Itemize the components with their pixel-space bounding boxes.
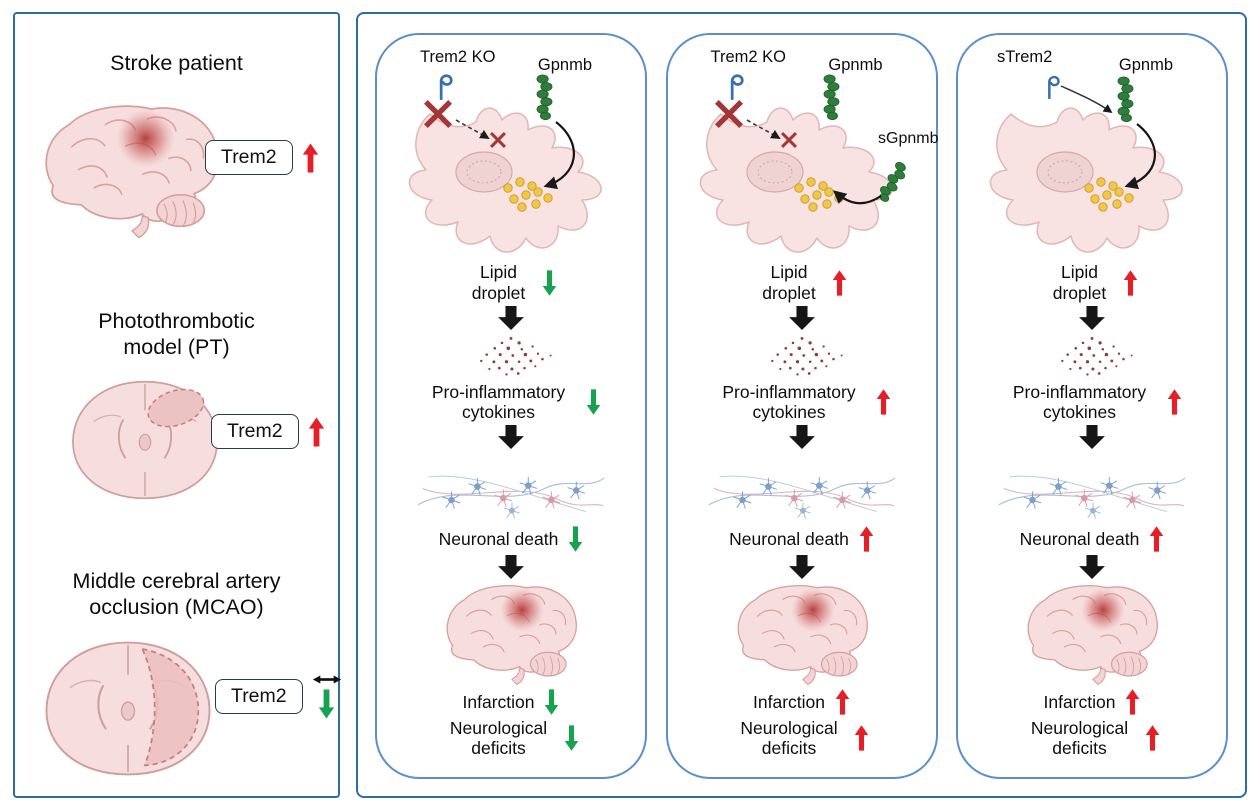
uptake-arrow	[1124, 123, 1156, 190]
gpnmb-label: Gpnmb	[537, 56, 592, 74]
mcao-trend-arrows	[312, 674, 342, 719]
microglia-illustration: Trem2 KO Gpnmb	[386, 48, 636, 260]
flow-arrow-icon	[789, 306, 815, 330]
step-neuronal-death: Neuronal death	[729, 526, 874, 552]
neurons-illustration	[413, 452, 609, 524]
microglia-cell	[699, 74, 910, 253]
gpnmb-icon	[823, 74, 839, 120]
down-arrow-icon	[568, 526, 583, 552]
step-infarction: Infarction	[463, 689, 560, 715]
microglia-cell	[408, 74, 602, 253]
strem2-to-gpnmb-arrow	[1060, 85, 1113, 114]
step-neuronal-death: Neuronal death	[1020, 526, 1165, 552]
sgpnmb-uptake-arrow	[832, 190, 882, 205]
flow-arrow-icon	[498, 306, 524, 330]
pt-coronal-section-illustration	[59, 376, 231, 504]
uptake-arrow	[543, 121, 575, 190]
step-lipid-droplet: Lipid droplet	[1047, 262, 1138, 303]
down-arrow-icon	[318, 689, 335, 719]
pathways-panel: Trem2 KO Gpnmb Lipid droplet P	[356, 12, 1247, 798]
flow-arrow-icon	[789, 555, 815, 579]
step-lipid-droplet: Lipid droplet	[756, 262, 847, 303]
mcao-infarct-region	[140, 647, 200, 767]
step-infarction: Infarction	[1044, 689, 1141, 715]
up-arrow-icon	[1167, 389, 1182, 415]
brain-infarct-illustration	[437, 581, 585, 687]
cytokine-dots-illustration	[748, 332, 856, 379]
trem2-label-box: Trem2	[215, 679, 303, 714]
gpnmb-icon	[536, 74, 553, 120]
down-arrow-icon	[586, 389, 601, 415]
gpnmb-icon	[1117, 76, 1134, 122]
models-panel: Stroke patient Trem2 Photothrombotic mod…	[13, 12, 340, 798]
cytokine-dots-illustration	[457, 332, 565, 379]
trem2-label-box: Trem2	[211, 414, 299, 449]
step-lipid-droplet: Lipid droplet	[466, 262, 557, 303]
step-neurological-deficits: Neurological deficits	[1025, 718, 1160, 759]
brain-infarct-illustration	[728, 581, 876, 687]
section-title-mcao: Middle cerebral artery occlusion (MCAO)	[72, 569, 281, 620]
pathway-column-trem2-ko-sgpnmb: Trem2 KO Gpnmb sGpnmb Lipid drop	[665, 33, 939, 779]
strem2-label: sTrem2	[997, 48, 1053, 66]
pathway-column-trem2-ko: Trem2 KO Gpnmb Lipid droplet P	[375, 33, 647, 779]
microglia-illustration: Trem2 KO Gpnmb sGpnmb	[677, 48, 939, 260]
receptor-label: Trem2 KO	[710, 48, 786, 66]
receptor-label: Trem2 KO	[420, 48, 496, 66]
up-arrow-icon	[832, 270, 847, 296]
step-infarction: Infarction	[753, 689, 850, 715]
trem2-marker-stroke: Trem2	[205, 140, 319, 175]
flow-arrow-icon	[1079, 555, 1105, 579]
up-arrow-icon	[854, 725, 869, 751]
step-neuronal-death: Neuronal death	[439, 526, 584, 552]
cytokine-dots-illustration	[1038, 332, 1146, 379]
neurons-illustration	[994, 452, 1190, 524]
pt-infarct-region	[147, 388, 205, 428]
strem2-receptor-icon	[1048, 75, 1060, 99]
flow-arrow-icon	[498, 425, 524, 449]
flow-arrow-icon	[1079, 425, 1105, 449]
microglia-illustration: sTrem2 Gpnmb	[967, 48, 1217, 260]
section-title-pt-model: Photothrombotic model (PT)	[98, 309, 255, 360]
flow-arrow-icon	[1079, 306, 1105, 330]
brain-infarct-illustration	[1018, 581, 1166, 687]
up-arrow-icon	[1125, 689, 1140, 715]
up-arrow-icon	[302, 143, 319, 173]
section-title-stroke-patient: Stroke patient	[110, 51, 243, 75]
step-cytokines: Pro-inflammatory cytokines	[422, 382, 601, 423]
pathway-column-strem2: sTrem2 Gpnmb Lipid droplet Pro-inflammat…	[956, 33, 1228, 779]
microglia-cell	[989, 75, 1183, 253]
mcao-coronal-section-illustration	[31, 636, 225, 781]
down-arrow-icon	[564, 725, 579, 751]
up-arrow-icon	[835, 689, 850, 715]
step-neurological-deficits: Neurological deficits	[734, 718, 869, 759]
sgpnmb-label: sGpnmb	[878, 130, 939, 147]
blocked-signal-arrow	[455, 119, 490, 139]
flow-arrow-icon	[498, 555, 524, 579]
up-arrow-icon	[1145, 725, 1160, 751]
trem2-receptor-icon	[730, 74, 744, 100]
double-arrow-icon	[312, 674, 342, 685]
human-brain-illustration	[35, 100, 227, 241]
step-cytokines: Pro-inflammatory cytokines	[712, 382, 891, 423]
up-arrow-icon	[1149, 526, 1164, 552]
step-neurological-deficits: Neurological deficits	[444, 718, 579, 759]
gpnmb-label: Gpnmb	[828, 56, 883, 74]
blocked-signal-arrow	[746, 119, 781, 139]
trem2-label-box: Trem2	[205, 140, 293, 175]
neurons-illustration	[704, 452, 900, 524]
trem2-marker-mcao: Trem2	[215, 674, 342, 719]
up-arrow-icon	[876, 389, 891, 415]
flow-arrow-icon	[789, 425, 815, 449]
trem2-receptor-icon	[439, 74, 453, 100]
up-arrow-icon	[1123, 270, 1138, 296]
down-arrow-icon	[542, 270, 557, 296]
up-arrow-icon	[308, 417, 325, 447]
trem2-marker-pt: Trem2	[211, 414, 325, 449]
down-arrow-icon	[544, 689, 559, 715]
gpnmb-label: Gpnmb	[1118, 56, 1173, 74]
step-cytokines: Pro-inflammatory cytokines	[1003, 382, 1182, 423]
up-arrow-icon	[859, 526, 874, 552]
